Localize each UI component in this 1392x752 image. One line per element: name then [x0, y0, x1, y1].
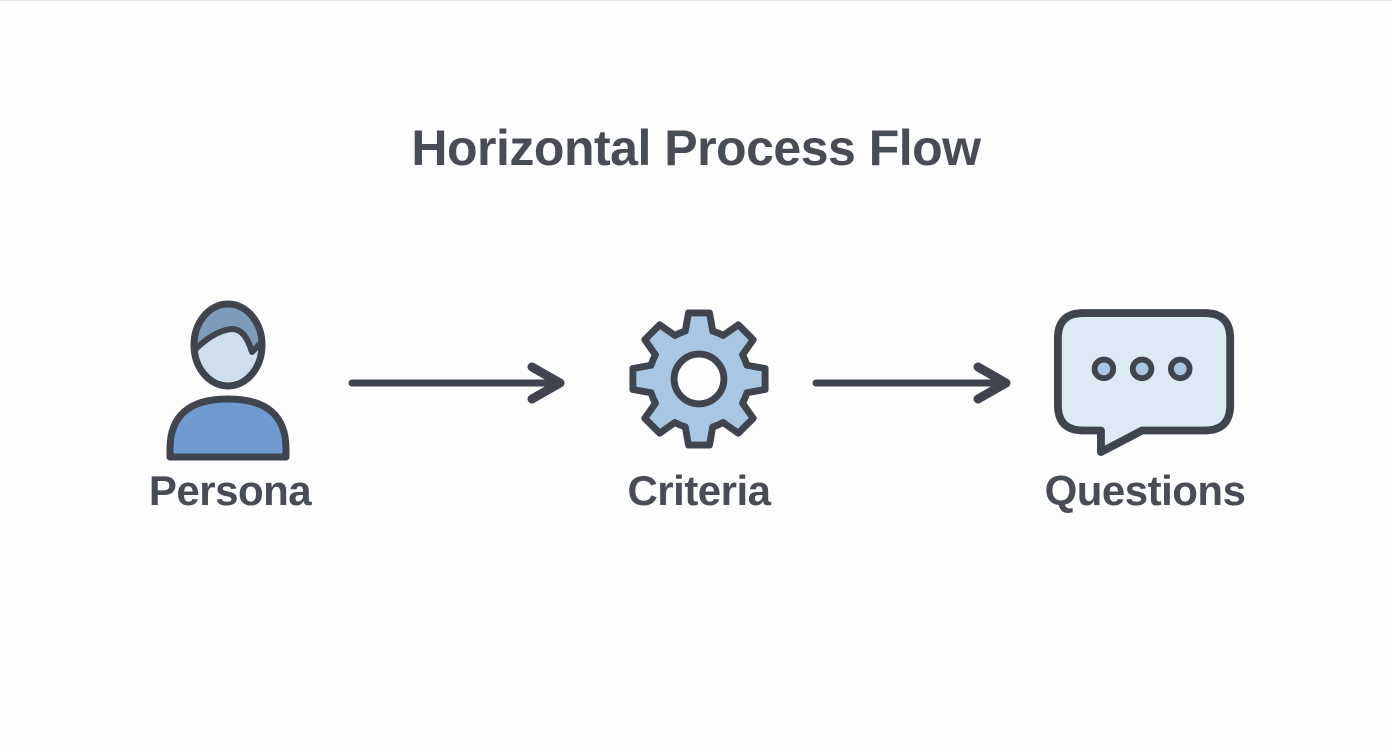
- gear-icon: [629, 309, 769, 449]
- arrow-right-icon: [348, 362, 565, 404]
- person-icon: [166, 300, 290, 461]
- page-title: Horizontal Process Flow: [411, 120, 981, 176]
- step-label-criteria: Criteria: [627, 467, 771, 514]
- speech-bubble-icon: [1053, 309, 1235, 456]
- step-label-questions: Questions: [1044, 467, 1246, 514]
- arrow-right-icon: [812, 362, 1011, 404]
- step-label-persona: Persona: [148, 467, 312, 514]
